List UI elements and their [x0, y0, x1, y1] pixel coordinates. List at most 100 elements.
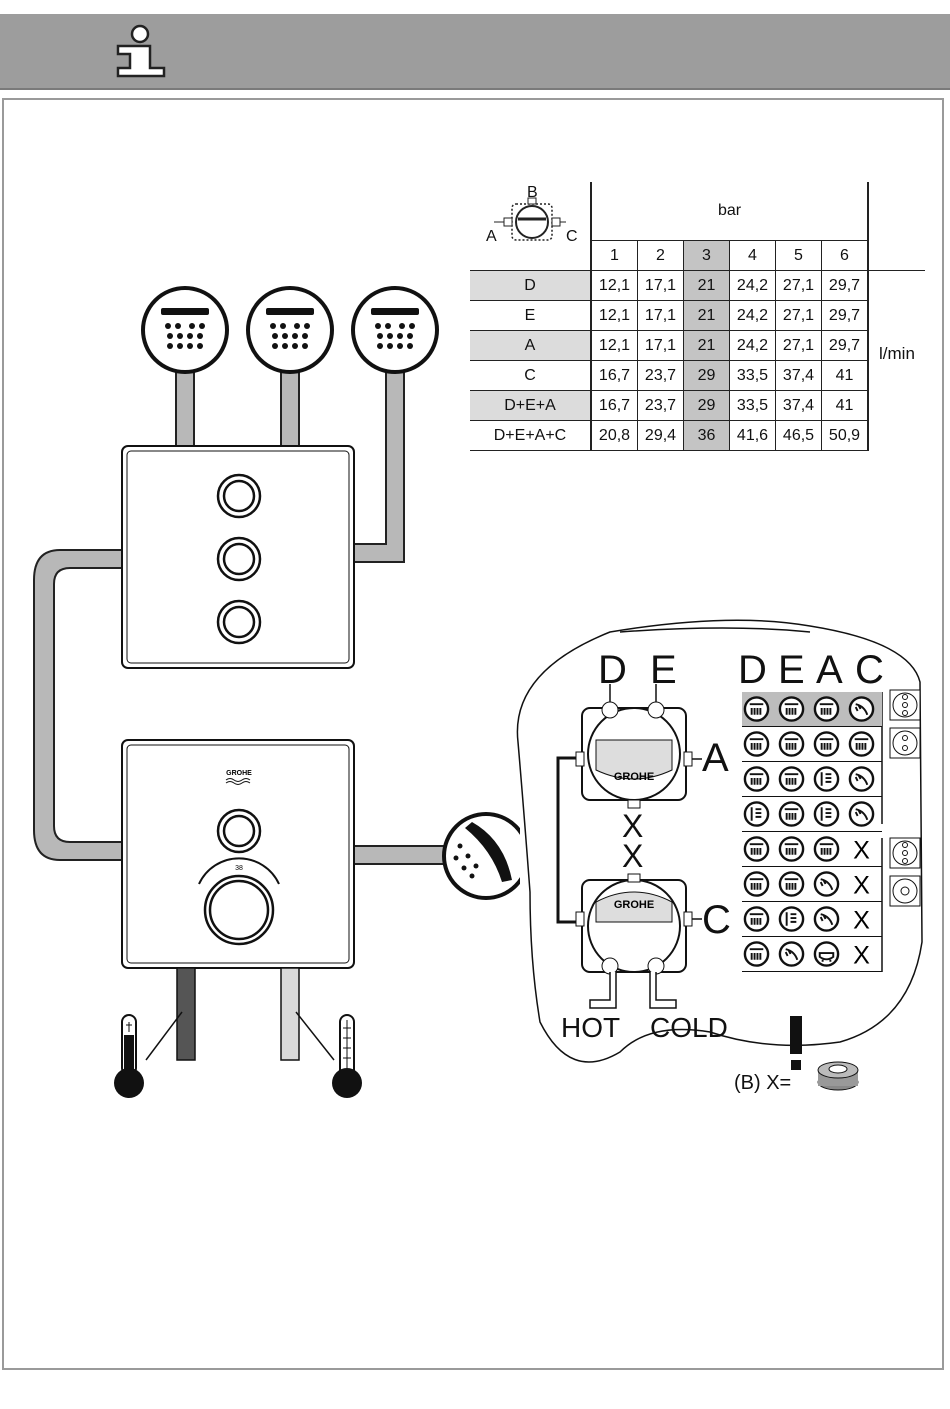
combination-row: X [742, 832, 882, 867]
flow-value-cell: 24,2 [730, 271, 776, 301]
rain-shower-icon [742, 834, 771, 864]
pressure-header: 1 [591, 241, 638, 271]
pressure-header: 2 [638, 241, 684, 271]
bathtub-icon [812, 939, 841, 969]
rain-shower-icon [777, 764, 806, 794]
flow-value-cell: 24,2 [730, 331, 776, 361]
pipe-loop [34, 550, 122, 860]
plug-mark: X [847, 939, 876, 969]
svg-text:X: X [853, 837, 870, 864]
flow-value-cell: 17,1 [638, 271, 684, 301]
pressure-header: 5 [776, 241, 822, 271]
plug-icon [818, 1062, 858, 1090]
bar-header: bar [591, 182, 868, 241]
pipe-hand-shower [354, 846, 446, 864]
flow-value-cell: 37,4 [776, 361, 822, 391]
hot-label: HOT [561, 1012, 620, 1044]
hand-shower-icon [777, 939, 806, 969]
rain-shower-icon [812, 729, 841, 759]
hand-shower-icon [444, 814, 520, 898]
rain-shower-icon [777, 799, 806, 829]
flow-value-cell: 17,1 [638, 301, 684, 331]
info-icon [112, 24, 172, 80]
diverter-panel [122, 446, 354, 668]
column-header-e: E [778, 648, 805, 693]
rain-shower-icon [777, 869, 806, 899]
dial-value: 38 [235, 865, 243, 872]
side-outlet-c: C [702, 898, 731, 943]
rain-shower-icon [812, 694, 841, 724]
rain-shower-icon [847, 729, 876, 759]
detail-callout: GROHE GROHE [510, 612, 950, 1122]
column-header-d: D [738, 648, 767, 693]
flow-value-cell: 17,1 [638, 331, 684, 361]
thermostat-panel: GROHE 38 [122, 740, 354, 968]
flow-value-cell: 12,1 [591, 271, 638, 301]
unit-label: l/min [879, 344, 915, 364]
flow-value-cell: 36 [684, 421, 730, 451]
rain-shower-icon [742, 729, 771, 759]
flow-value-cell: 16,7 [591, 361, 638, 391]
body-jet-icon [812, 799, 841, 829]
flow-value-cell: 29,7 [822, 301, 869, 331]
flow-value-cell: 29 [684, 391, 730, 421]
pressure-header: 3 [684, 241, 730, 271]
rain-shower-icon [248, 288, 332, 372]
flow-value-cell: 46,5 [776, 421, 822, 451]
flow-value-cell: 29,4 [638, 421, 684, 451]
flow-value-cell: 21 [684, 301, 730, 331]
table-row: D12,117,12124,227,129,7 [470, 271, 925, 301]
combination-row [742, 797, 882, 832]
flow-value-cell: 50,9 [822, 421, 869, 451]
side-outlet-a: A [702, 736, 729, 781]
combination-row [742, 762, 882, 797]
column-header-a: A [816, 648, 843, 693]
combination-row [742, 727, 882, 762]
combination-row [742, 692, 882, 727]
flow-value-cell: 41,6 [730, 421, 776, 451]
one-way-indicator-icon [890, 876, 920, 906]
hot-thermometer-icon [114, 1015, 144, 1098]
plug-mark: X [847, 904, 876, 934]
flow-value-cell: 41 [822, 361, 869, 391]
flow-value-cell: 33,5 [730, 361, 776, 391]
flow-value-cell: 21 [684, 331, 730, 361]
hand-shower-icon [847, 694, 876, 724]
flow-value-cell: 12,1 [591, 301, 638, 331]
hand-shower-icon [847, 799, 876, 829]
flow-value-cell: 27,1 [776, 271, 822, 301]
outlet-label-e: E [650, 648, 677, 693]
three-way-indicator-icon [890, 690, 920, 720]
flow-value-cell: 24,2 [730, 301, 776, 331]
hand-shower-icon [812, 904, 841, 934]
flow-value-cell: 41 [822, 391, 869, 421]
cold-thermometer-icon [332, 1015, 362, 1098]
brand-logo: GROHE [226, 770, 252, 777]
pressure-header: 6 [822, 241, 869, 271]
three-way-indicator-icon [890, 838, 920, 868]
plug-mark: X [622, 838, 643, 875]
rain-shower-icon [742, 694, 771, 724]
brand-logo: GROHE [614, 899, 654, 911]
plug-mark: X [847, 834, 876, 864]
outlet-label-d: D [598, 648, 627, 693]
rain-shower-icon [742, 764, 771, 794]
svg-text:X: X [853, 872, 870, 899]
rain-shower-icon [742, 939, 771, 969]
combination-row: X [742, 937, 882, 972]
table-row: D+E+A+C20,829,43641,646,550,9 [470, 421, 925, 451]
column-header-c: C [855, 648, 884, 693]
rain-shower-icon [777, 694, 806, 724]
flow-value-cell: 23,7 [638, 361, 684, 391]
flow-value-cell: 29 [684, 361, 730, 391]
body-jet-icon [812, 764, 841, 794]
hand-shower-icon [847, 764, 876, 794]
hand-shower-icon [812, 869, 841, 899]
plug-mark: X [847, 869, 876, 899]
combination-row: X [742, 902, 882, 937]
flow-value-cell: 29,7 [822, 331, 869, 361]
rain-shower-icon [777, 834, 806, 864]
flow-value-cell: 23,7 [638, 391, 684, 421]
